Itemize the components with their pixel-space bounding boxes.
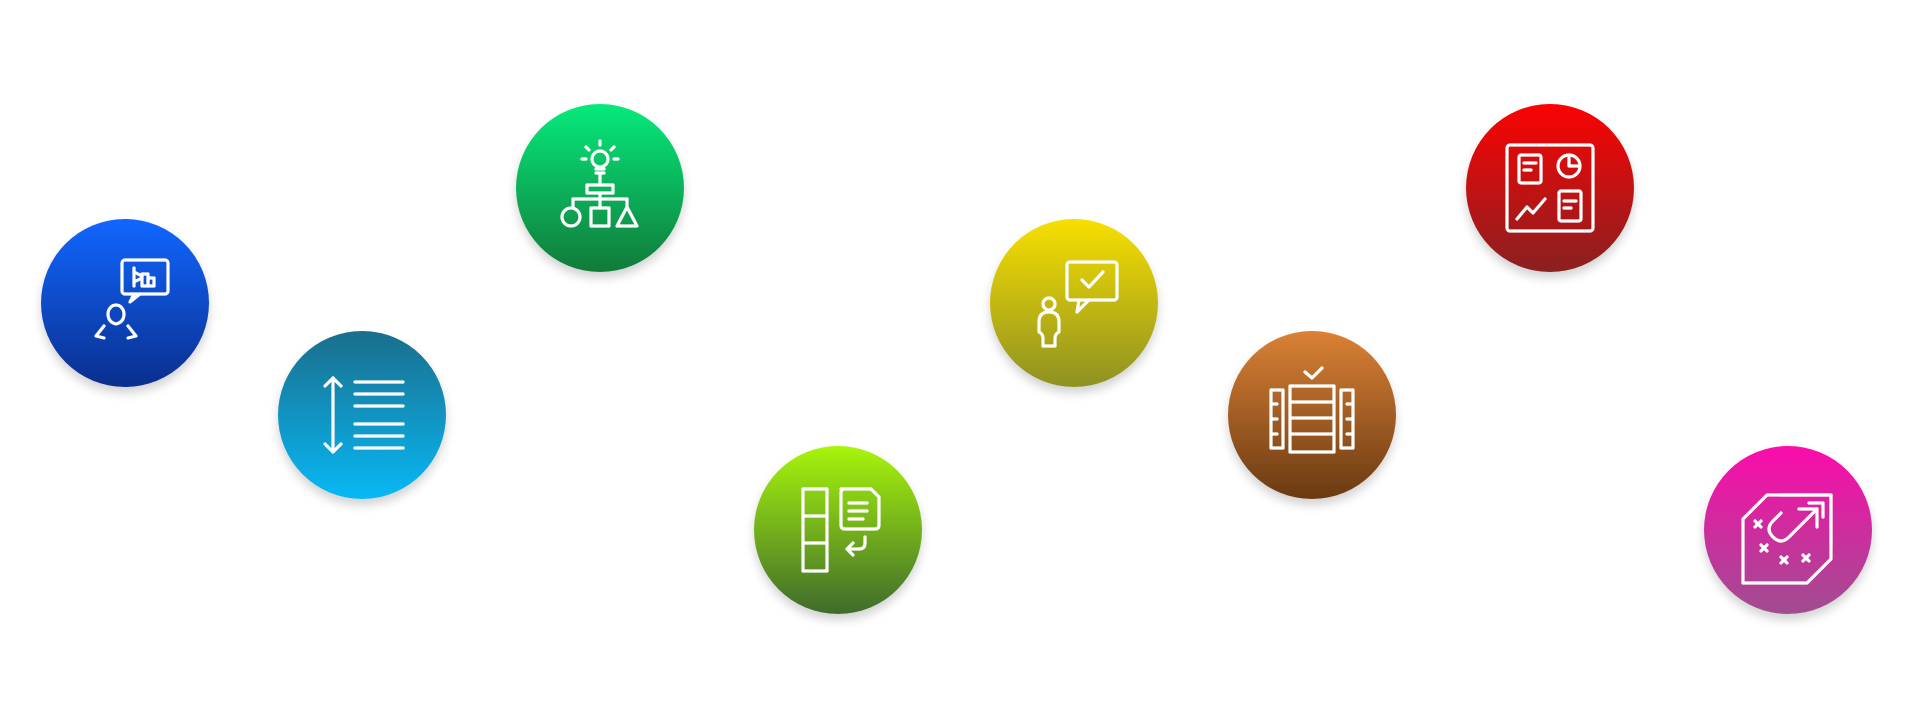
node-column-document — [754, 446, 922, 614]
presenter-chart-icon — [94, 258, 170, 340]
node-feedback-approval — [990, 219, 1158, 387]
node-database-check — [1228, 331, 1396, 499]
line-spacing-icon — [323, 376, 405, 454]
dashboard-report-icon — [1505, 143, 1595, 233]
node-idea-hierarchy — [516, 104, 684, 272]
node-line-spacing — [278, 331, 446, 499]
idea-hierarchy-icon — [560, 139, 639, 228]
node-presenter-chart — [41, 219, 209, 387]
column-document-icon — [801, 487, 881, 573]
feedback-approval-icon — [1037, 260, 1119, 348]
node-growth-arrow — [1704, 446, 1872, 614]
database-check-icon — [1269, 366, 1355, 454]
growth-arrow-icon — [1741, 493, 1833, 585]
node-dashboard-report — [1466, 104, 1634, 272]
